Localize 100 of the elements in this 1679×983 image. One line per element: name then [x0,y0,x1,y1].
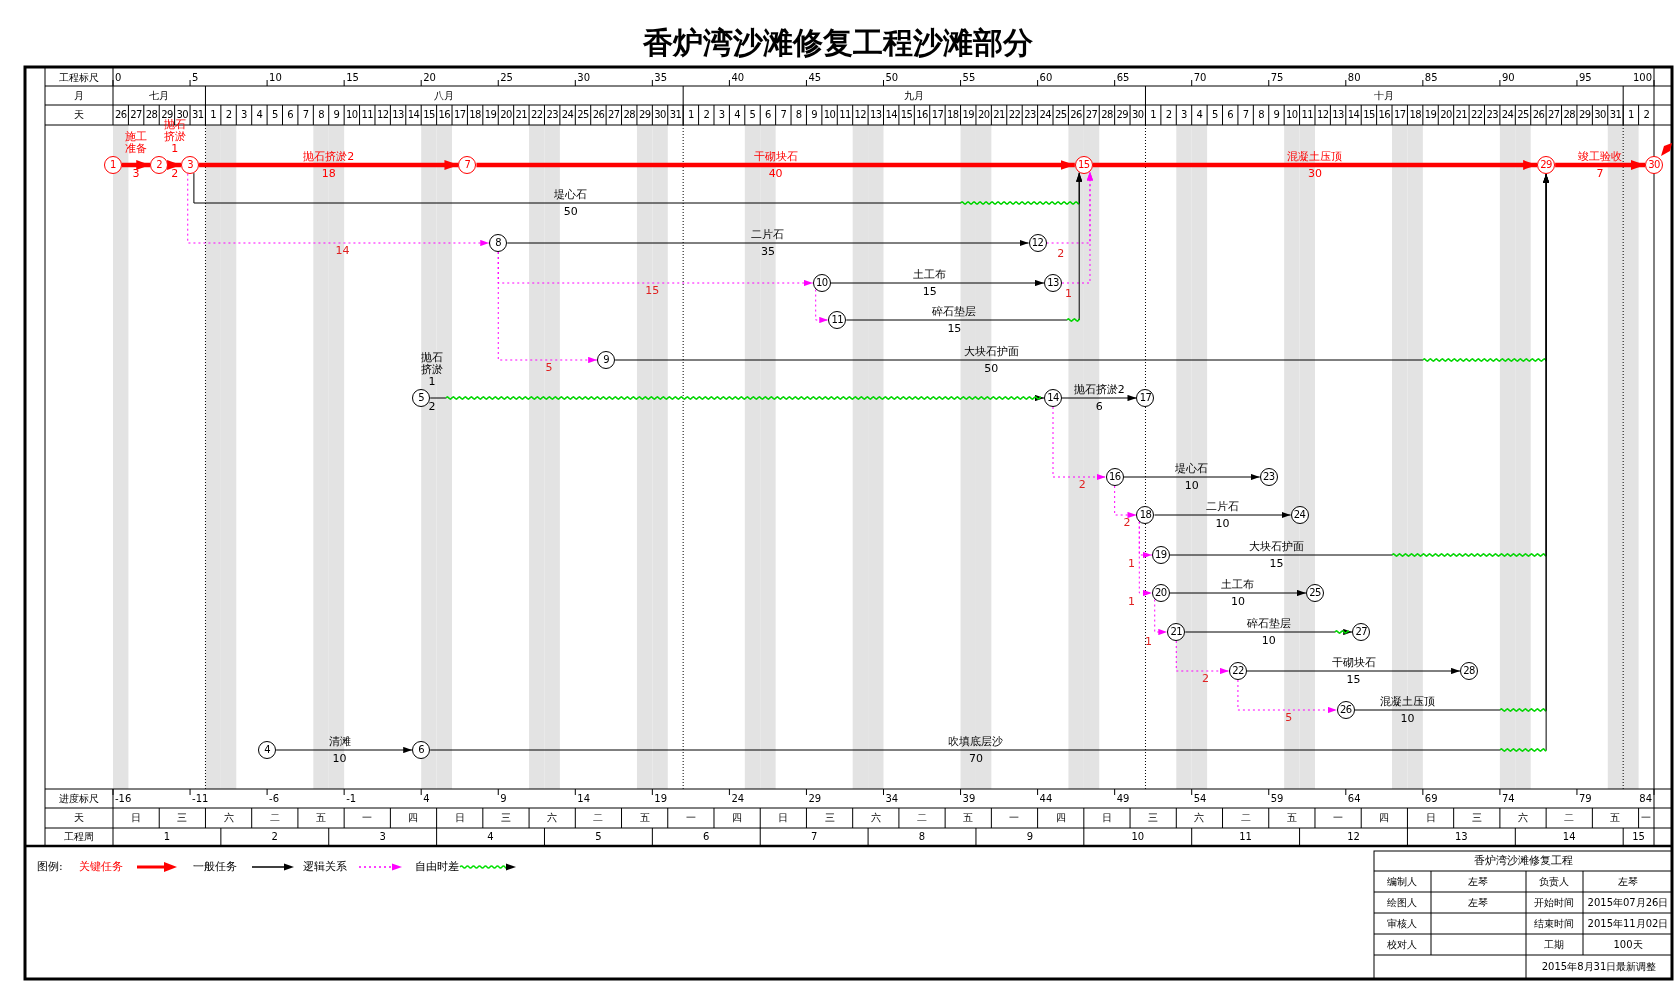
tick-label: 25 [500,71,513,84]
day-number: 6 [1227,109,1234,121]
weekday-label: 二 [593,812,604,824]
arrow [1061,171,1094,284]
table-title: 香炉湾沙滩修复工程 [1473,855,1573,867]
tick-label: 55 [962,71,976,84]
day-number: 29 [1116,109,1129,121]
duration-label: 6 [1095,401,1103,413]
day-number: 13 [1332,109,1344,121]
event-circle: 21 [1167,623,1186,641]
day-number: 5 [1211,109,1218,121]
tick-label: 9 [500,792,507,805]
event-circle: 22 [1228,662,1247,680]
day-number: 8 [318,109,324,121]
edge-label: 14 [335,245,350,257]
tick-label: 65 [1116,71,1130,84]
day-number: 24 [1039,109,1052,121]
day-number: 26 [592,109,605,121]
arrow [1246,667,1461,675]
duration-label: 2 [428,401,436,413]
duration-label: 2 [171,168,179,180]
table-text: 绘图人 [1387,896,1417,909]
table-text: 校对人 [1387,938,1417,951]
day-number: 18 [1409,109,1421,121]
duration-label: 30 [1307,168,1322,180]
week-number: 13 [1455,831,1468,843]
edge-label: 干砌块石 [1331,657,1376,669]
tick-label: 39 [962,792,976,805]
weekday-label: 三 [1148,812,1159,824]
edge-label: 2 [1078,479,1086,491]
edge-label: 二片石 [751,229,785,241]
table-text: 工期 [1544,938,1564,951]
arrow [1153,511,1292,519]
tick-label: 14 [577,792,591,805]
week-number: 3 [379,831,386,843]
week-number: 12 [1347,831,1360,843]
day-number: 31 [192,109,204,121]
arrow [1184,628,1353,636]
table-text: 左琴 [1468,875,1488,888]
arrow [429,173,1550,752]
day-number: 7 [1242,109,1249,121]
event-circle: 7 [458,156,477,174]
weekday-label: 六 [1194,812,1205,824]
duration-label: 7 [1596,168,1604,180]
tick-label: 80 [1347,71,1361,84]
tick-label: 60 [1039,71,1053,84]
row-header: 月 [74,89,84,102]
arrow [506,239,1030,247]
weekday-label: 三 [1471,812,1482,824]
day-number: 7 [780,109,787,121]
edge-label: 混凝土压顶 [1287,151,1343,163]
week-number: 5 [595,831,602,843]
arrow [187,173,490,247]
weekday-label: 四 [408,812,419,824]
edge-label: 2 [1057,248,1065,260]
day-number: 30 [1594,109,1606,121]
day-number: 17 [453,109,466,121]
arrow [429,394,1045,402]
day-number: 19 [1424,109,1437,121]
duration-label: 15 [947,323,962,335]
day-number: 15 [423,109,435,121]
tick-label: 95 [1578,71,1592,84]
table-text: 2015年07月26日 [1587,896,1669,909]
arrow [1061,394,1137,402]
duration-label: 10 [1184,480,1199,492]
weekday-label: 一 [362,812,373,824]
month-label: 十月 [1374,89,1395,102]
event-circle: 26 [1336,701,1355,719]
day-number: 6 [287,109,294,121]
tick-label: 85 [1424,71,1438,84]
weekday-label: 五 [963,812,974,824]
tick-label: 10 [269,71,282,84]
day-number: 19 [484,109,497,121]
tick-label: -16 [115,792,132,805]
weekday-label: 六 [223,812,234,824]
day-number: 21 [993,109,1005,121]
edge-label: 吹填底层沙 [948,736,1004,748]
week-number: 2 [271,831,278,843]
day-number: 15 [1363,109,1375,121]
month-label: 八月 [434,89,455,102]
day-number: 18 [469,109,481,121]
day-number: 5 [749,109,756,121]
day-number: 22 [1471,109,1483,121]
event-circle: 13 [1044,274,1062,292]
arrow [1237,679,1338,714]
day-number: 29 [638,109,651,121]
event-circle: 4 [258,741,277,759]
event-circle: 30 [1645,156,1663,174]
edge-label: 干砌块石 [753,151,798,163]
arrow [1555,160,1645,170]
edge-label: 抛石挤淤2 [303,151,355,163]
day-number: 10 [346,109,358,121]
day-number: 4 [1196,109,1203,121]
legend-label: 逻辑关系 [303,861,347,873]
tick-label: 64 [1347,792,1361,805]
weekday-label: 五 [639,812,650,824]
event-circle: 12 [1028,234,1047,252]
day-number: 27 [608,109,620,121]
event-circle: 9 [597,351,616,369]
day-number: 11 [839,109,851,121]
